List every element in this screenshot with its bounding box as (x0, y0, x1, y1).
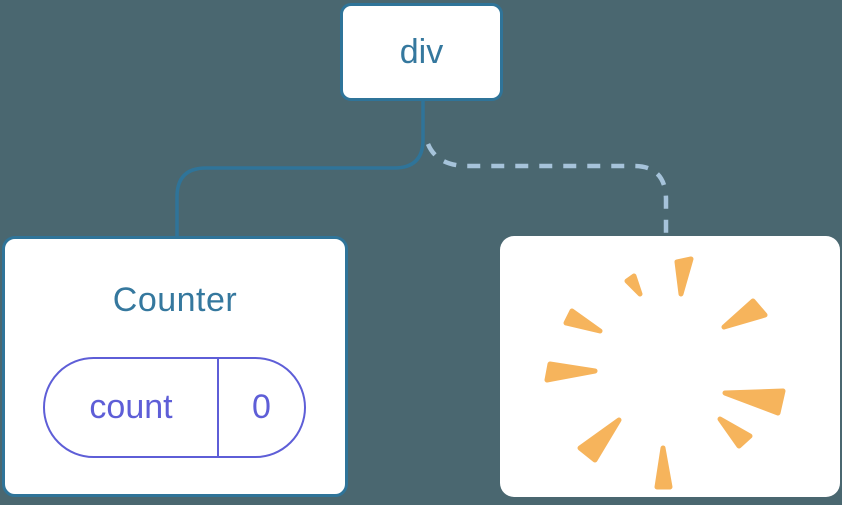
edge-dashed-div-to-removed (425, 143, 669, 236)
tree-node-div: div (340, 3, 503, 101)
tree-node-div-label: div (399, 32, 444, 71)
state-pill-key: count (89, 388, 173, 426)
state-pill: count 0 (43, 357, 306, 458)
counter-card-title: Counter (112, 281, 238, 319)
edge-solid-div-to-counter (175, 98, 425, 238)
counter-component-card: Counter count 0 (2, 236, 348, 497)
removed-component-card (500, 236, 840, 497)
state-pill-value: 0 (217, 359, 304, 456)
